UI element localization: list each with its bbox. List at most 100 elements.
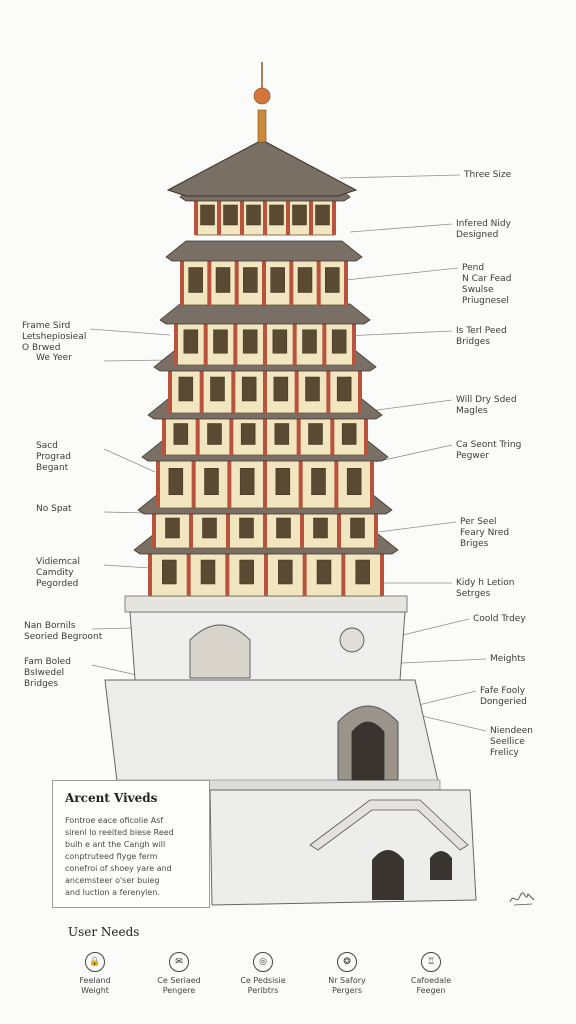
tier-window xyxy=(200,204,215,226)
tier-window xyxy=(239,559,254,585)
user-need-item: 🔒Feeland Weight xyxy=(60,952,130,996)
tier-column xyxy=(234,255,239,305)
tier-window xyxy=(165,517,180,539)
user-need-label: Nr Safory Pergers xyxy=(328,976,366,995)
lock-icon: 🔒 xyxy=(85,952,105,972)
tier-column xyxy=(226,508,230,548)
tier-window xyxy=(313,517,328,539)
tier-column xyxy=(341,548,346,596)
leader-line-left xyxy=(103,564,151,569)
tier-window xyxy=(162,559,177,585)
stone-foundation xyxy=(209,789,477,906)
tier-column xyxy=(316,255,321,305)
tier-window xyxy=(241,376,257,402)
tier-window xyxy=(311,468,326,495)
label-right-3: Pend N Car Fead Swulse Priugnesel xyxy=(462,263,512,306)
artist-signature xyxy=(509,892,535,906)
tier-window xyxy=(215,267,231,293)
tier-column xyxy=(292,318,297,365)
tier-window xyxy=(246,204,261,226)
tier-column xyxy=(332,195,336,235)
leader-line-left xyxy=(91,627,133,630)
tier-column xyxy=(156,455,160,508)
tier-column xyxy=(152,508,156,548)
tier-window xyxy=(297,267,313,293)
label-left-3: Sacd Prograd Begant xyxy=(36,441,71,473)
tier-column xyxy=(298,455,303,508)
leader-line-left xyxy=(89,328,171,336)
tier-window xyxy=(272,329,288,354)
tier-window xyxy=(188,267,203,293)
tier-column xyxy=(194,195,198,235)
bulb-icon: ❂ xyxy=(337,952,357,972)
archway-opening xyxy=(351,721,385,781)
label-right-1: Three Size xyxy=(464,170,512,180)
tier-column xyxy=(217,195,221,235)
round-window xyxy=(339,627,365,653)
tier-column xyxy=(302,548,307,596)
lower-arch-2 xyxy=(430,851,452,880)
user-need-item: ♖Cafoedale Feegen xyxy=(396,952,466,996)
label-left-1: Frame Sird Letshepiosieal O Brwed xyxy=(22,321,87,353)
tier-window xyxy=(336,376,352,402)
tier-column xyxy=(289,255,294,305)
label-right-4: Is Terl Peed Bridges xyxy=(456,326,507,347)
tier-column xyxy=(229,413,234,455)
label-left-7: Fam Boled BsIwedel Bridges xyxy=(24,657,71,689)
user-needs-title: User Needs xyxy=(68,925,140,939)
tier-column xyxy=(225,548,230,596)
label-right-12: Niendeen Seellice Frelicy xyxy=(490,726,533,758)
tier-column xyxy=(263,508,267,548)
leader-line-right xyxy=(345,267,459,281)
info-box: Arcent Viveds Fontroe eace oficolie Asf … xyxy=(52,780,210,908)
tier-column xyxy=(294,365,299,413)
label-right-5: Will Dry Sded Magles xyxy=(456,395,517,416)
tier-column xyxy=(337,508,341,548)
lower-arch-1 xyxy=(372,850,404,900)
tier-window xyxy=(200,559,216,585)
upper-gate xyxy=(189,624,251,679)
user-need-item: ✉Ce Seriaed Pengere xyxy=(144,952,214,996)
tier-window xyxy=(331,329,347,354)
tier-column xyxy=(231,365,236,413)
tier-column xyxy=(262,255,266,305)
tier-column xyxy=(309,195,313,235)
tier-window xyxy=(269,204,284,226)
tier-column xyxy=(358,365,362,413)
tier-column xyxy=(227,455,232,508)
label-right-7: Per Seel Feary Nred Briges xyxy=(460,517,510,549)
tier-window xyxy=(168,468,184,495)
tier-column xyxy=(162,413,166,455)
tier-column xyxy=(352,318,356,365)
tier-window xyxy=(204,468,219,495)
tier-window xyxy=(346,468,362,495)
tier-window xyxy=(305,376,320,402)
tier-window xyxy=(355,559,370,585)
tier-window xyxy=(273,376,289,402)
tier-column xyxy=(148,548,152,596)
tier-window xyxy=(207,423,222,445)
tier-column xyxy=(186,548,191,596)
tier-window xyxy=(274,423,290,445)
staircase xyxy=(309,799,469,851)
tier-window xyxy=(308,423,323,445)
finial-shaft xyxy=(257,109,267,143)
tier-column xyxy=(264,548,268,596)
tier-column xyxy=(240,195,244,235)
tier-column xyxy=(207,255,212,305)
tier-window xyxy=(341,423,357,445)
tier-column xyxy=(322,318,327,365)
tier-window xyxy=(240,423,256,445)
tier-window xyxy=(315,204,330,226)
tier-column xyxy=(263,455,267,508)
leader-line-right xyxy=(344,330,453,337)
tier-window xyxy=(325,267,340,293)
label-right-8: Kidy h Letion Setrges xyxy=(456,578,515,599)
tier-column xyxy=(263,195,267,235)
tier-column xyxy=(191,455,196,508)
leader-line-left xyxy=(103,448,156,473)
stone-upper-block xyxy=(129,611,406,681)
tier-window xyxy=(178,376,194,402)
tier-column xyxy=(300,508,304,548)
tier-window xyxy=(213,329,228,354)
